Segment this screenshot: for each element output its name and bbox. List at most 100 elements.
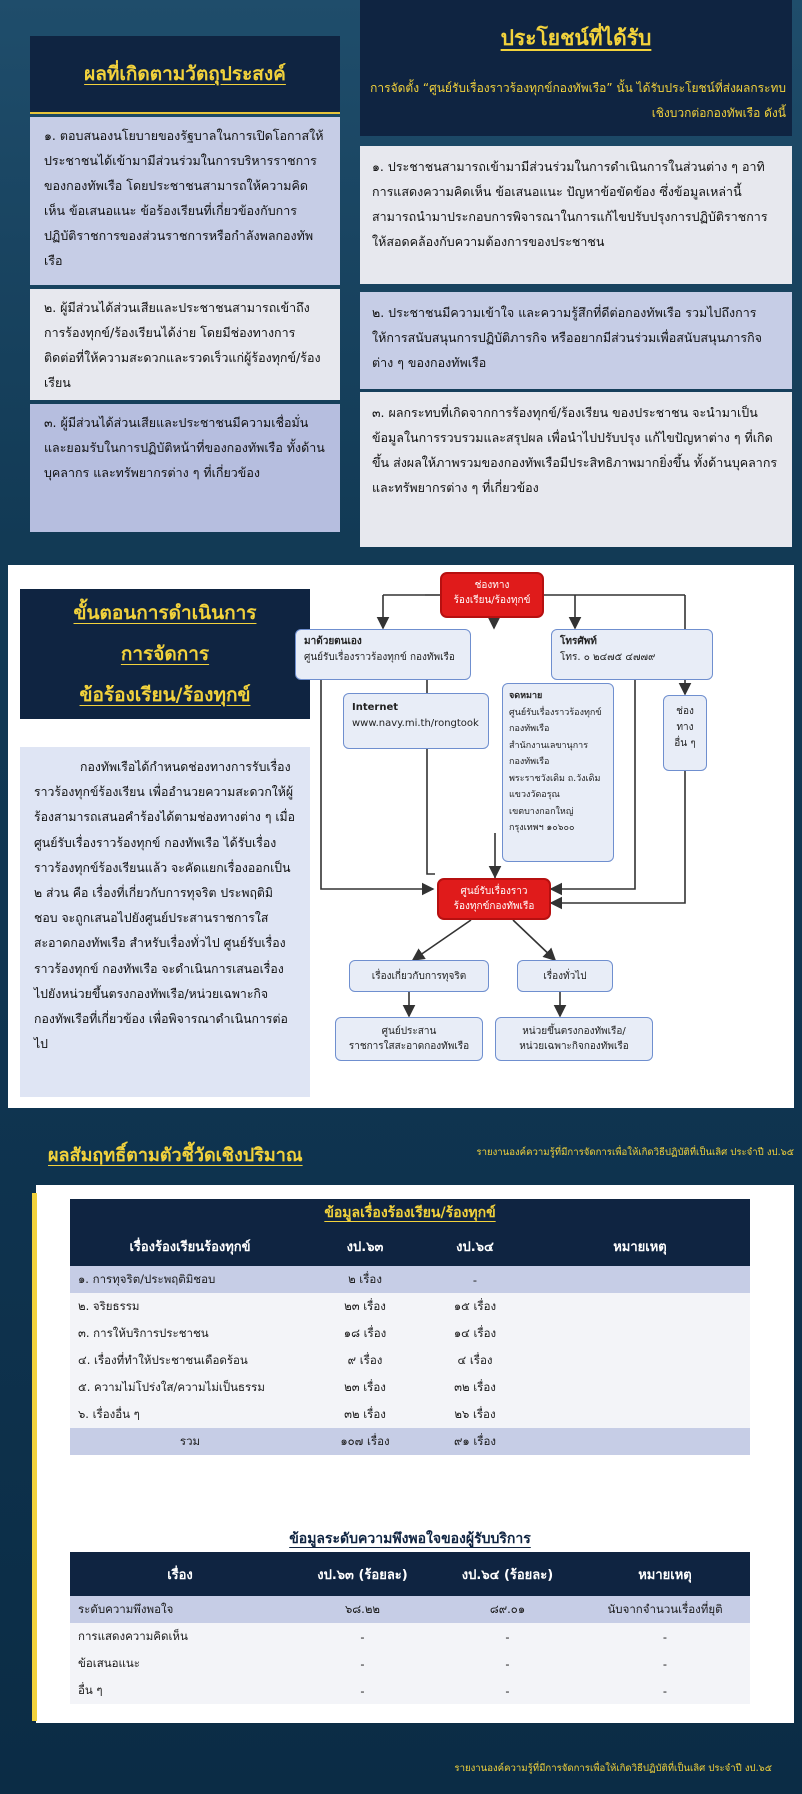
complaints-total-row: รวม ๑๐๗ เรื่อง ๙๑ เรื่อง [70,1428,750,1455]
table-row: ข้อเสนอแนะ - - - [70,1650,750,1677]
complaint-topic: ๒. จริยธรรม [78,1298,140,1313]
objective-item-3: ๓. ผู้มีส่วนได้ส่วนเสียและประชาชนมีความเ… [30,404,340,532]
flow-phone-title: โทรศัพท์ [560,636,597,647]
flow-mail-line-4: กองทัพเรือ [509,757,550,767]
flow-general-box: เรื่องทั่วไป [517,960,613,992]
complaint-note [530,1374,750,1401]
satisfaction-fy63: - [360,1656,365,1671]
complaint-fy63: ๓๒ เรื่อง [344,1406,386,1421]
flow-mail-line-2: กองทัพเรือ [509,724,550,734]
complaint-note [530,1401,750,1428]
flow-mail-line-5: พระราชวังเดิม ถ.วังเดิม [509,773,601,784]
satisfaction-fy64: - [505,1629,510,1644]
flow-phone-text: โทร. ๐ ๒๔๗๕ ๔๗๗๙ [560,652,656,663]
flow-mail-line-6: แขวงวัดอรุณ [509,790,560,800]
satisfaction-table-caption: ข้อมูลระดับความพึงพอใจของผู้รับบริการ [70,1525,750,1552]
complaints-header-fy63: งป.๖๓ [346,1239,384,1255]
satisfaction-topic: ระดับความพึงพอใจ [78,1601,174,1616]
complaint-fy64: ๔ เรื่อง [457,1352,493,1367]
satisfaction-note: - [662,1656,668,1671]
complaints-header-topic: เรื่องร้องเรียนร้องทุกข์ [129,1239,251,1255]
table-row: ๓. การให้บริการประชาชน ๑๘ เรื่อง ๑๔ เรื่… [70,1320,750,1347]
complaint-fy64: ๓๒ เรื่อง [454,1379,496,1394]
flow-other-box: ช่อง ทาง อื่น ๆ [663,695,707,771]
satisfaction-header-note: หมายเหตุ [638,1567,692,1583]
complaint-note [530,1320,750,1347]
satisfaction-note: - [662,1629,668,1644]
satisfaction-fy63: ๖๘.๒๒ [345,1601,380,1616]
flow-corruption-label: เรื่องเกี่ยวกับการทุจริต [371,970,467,982]
satisfaction-note: - [662,1683,668,1698]
flow-mail-line-3: สำนักงานเลขานุการ [509,740,589,751]
flow-walkin-title: มาด้วยตนเอง [304,636,362,647]
flow-center-box: ศูนย์รับเรื่องราว ร้องทุกข์กองทัพเรือ [437,878,551,920]
satisfaction-note: นับจากจำนวนเรื่องที่ยุติ [607,1601,723,1616]
table-row: ๑. การทุจริต/ประพฤติมิชอบ ๒ เรื่อง - [70,1266,750,1293]
flow-center-line-2: ร้องทุกข์กองทัพเรือ [453,901,535,912]
benefit-item-3: ๓. ผลกระทบที่เกิดจากการร้องทุกข์/ร้องเรี… [360,392,792,547]
complaints-header-row: เรื่องร้องเรียนร้องทุกข์ งป.๖๓ งป.๖๔ หมา… [70,1226,750,1266]
complaint-note [530,1293,750,1320]
table-row: อื่น ๆ - - - [70,1677,750,1704]
flow-walkin-text: ศูนย์รับเรื่องราวร้องทุกข์ กองทัพเรือ [304,652,455,663]
satisfaction-header-topic: เรื่อง [167,1567,193,1583]
flow-coord-center-box: ศูนย์ประสาน ราชการใสสะอาดกองทัพเรือ [335,1017,483,1061]
satisfaction-header-row: เรื่อง งป.๖๓ (ร้อยละ) งป.๖๔ (ร้อยละ) หมา… [70,1552,750,1596]
flow-mail-box: จดหมาย ศูนย์รับเรื่องราวร้องทุกข์ กองทัพ… [502,683,614,862]
complaint-fy64: ๑๕ เรื่อง [453,1298,497,1313]
satisfaction-topic: ข้อเสนอแนะ [78,1655,140,1670]
flow-mail-line-1: ศูนย์รับเรื่องราวร้องทุกข์ [509,707,602,718]
flow-coord-line-1: ศูนย์ประสาน [381,1026,437,1037]
objective-item-2: ๒. ผู้มีส่วนได้ส่วนเสียและประชาชนสามารถเ… [30,289,340,400]
flow-units-box: หน่วยขึ้นตรงกองทัพเรือ/ หน่วยเฉพาะกิจกอง… [495,1017,653,1061]
flow-center-line-1: ศูนย์รับเรื่องราว [460,886,528,897]
satisfaction-topic: อื่น ๆ [78,1682,103,1697]
flow-phone-box: โทรศัพท์ โทร. ๐ ๒๔๗๕ ๔๗๗๙ [551,629,713,680]
process-title-line-2: การจัดการ [120,643,210,665]
flow-internet-box: Internet www.navy.mi.th/rongtook [343,693,489,749]
satisfaction-header-fy63: งป.๖๓ (ร้อยละ) [317,1567,408,1583]
benefit-item-1: ๑. ประชาชนสามารถเข้ามามีส่วนร่วมในการดำเ… [360,146,792,284]
process-title-line-1: ขั้นตอนการดำเนินการ [73,602,257,624]
complaints-header-fy64: งป.๖๔ [456,1239,494,1255]
complaint-fy63: ๒๓ เรื่อง [344,1298,386,1313]
process-title-line-3: ข้อร้องเรียน/ร้องทุกข์ [79,684,251,706]
complaint-fy63: ๒ เรื่อง [348,1271,382,1286]
footer-text: รายงานองค์ความรู้ที่มีการจัดการเพื่อให้เ… [454,1763,772,1774]
flow-channels-box: ช่องทาง ร้องเรียน/ร้องทุกข์ [440,572,544,618]
flow-units-line-2: หน่วยเฉพาะกิจกองทัพเรือ [519,1041,629,1052]
satisfaction-caption-text: ข้อมูลระดับความพึงพอใจของผู้รับบริการ [289,1530,531,1547]
table-row: ๖. เรื่องอื่น ๆ ๓๒ เรื่อง ๒๖ เรื่อง [70,1401,750,1428]
table-row: ๒. จริยธรรม ๒๓ เรื่อง ๑๕ เรื่อง [70,1293,750,1320]
complaints-table-caption: ข้อมูลเรื่องร้องเรียน/ร้องทุกข์ [70,1199,750,1226]
satisfaction-fy64: - [505,1656,510,1671]
complaints-total-fy63: ๑๐๗ เรื่อง [340,1433,390,1448]
complaint-fy64: ๒๖ เรื่อง [454,1406,496,1421]
complaints-header-note: หมายเหตุ [613,1239,667,1255]
flow-other-line-3: อื่น ๆ [674,738,696,749]
complaints-total-fy64: ๙๑ เรื่อง [453,1433,496,1448]
satisfaction-table: ข้อมูลระดับความพึงพอใจของผู้รับบริการ เร… [70,1525,750,1704]
flow-general-label: เรื่องทั่วไป [543,970,587,982]
objectives-title: ผลที่เกิดตามวัตถุประสงค์ [30,36,340,114]
flow-other-line-2: ทาง [676,722,694,733]
complaints-table: ข้อมูลเรื่องร้องเรียน/ร้องทุกข์ เรื่องร้… [70,1199,750,1455]
table-row: ๕. ความไม่โปร่งใส/ความไม่เป็นธรรม ๒๓ เรื… [70,1374,750,1401]
flow-channels-line-1: ช่องทาง [474,580,510,591]
flow-internet-title: Internet [352,702,399,713]
complaint-topic: ๔. เรื่องที่ทำให้ประชาชนเดือดร้อน [78,1352,248,1367]
complaint-note [530,1347,750,1374]
satisfaction-fy63: - [360,1683,365,1698]
flow-other-line-1: ช่อง [676,706,694,717]
quant-title: ผลสัมฤทธิ์ตามตัวชี้วัดเชิงปริมาณ [48,1145,303,1166]
process-description-text: กองทัพเรือได้กำหนดช่องทางการรับเรื่องราว… [34,760,296,1052]
flow-mail-title: จดหมาย [509,691,543,701]
satisfaction-fy64: - [505,1683,510,1698]
satisfaction-fy64: ๘๙.๐๑ [489,1601,526,1616]
table-row: ๔. เรื่องที่ทำให้ประชาชนเดือดร้อน ๙ เรื่… [70,1347,750,1374]
benefits-header: ประโยชน์ที่ได้รับ การจัดตั้ง “ศูนย์รับเร… [360,0,792,136]
complaint-fy63: ๒๓ เรื่อง [344,1379,386,1394]
process-section: ขั้นตอนการดำเนินการ การจัดการ ข้อร้องเรี… [8,565,794,1108]
objectives-title-text: ผลที่เกิดตามวัตถุประสงค์ [84,63,286,85]
complaint-fy64: ๑๔ เรื่อง [453,1325,497,1340]
